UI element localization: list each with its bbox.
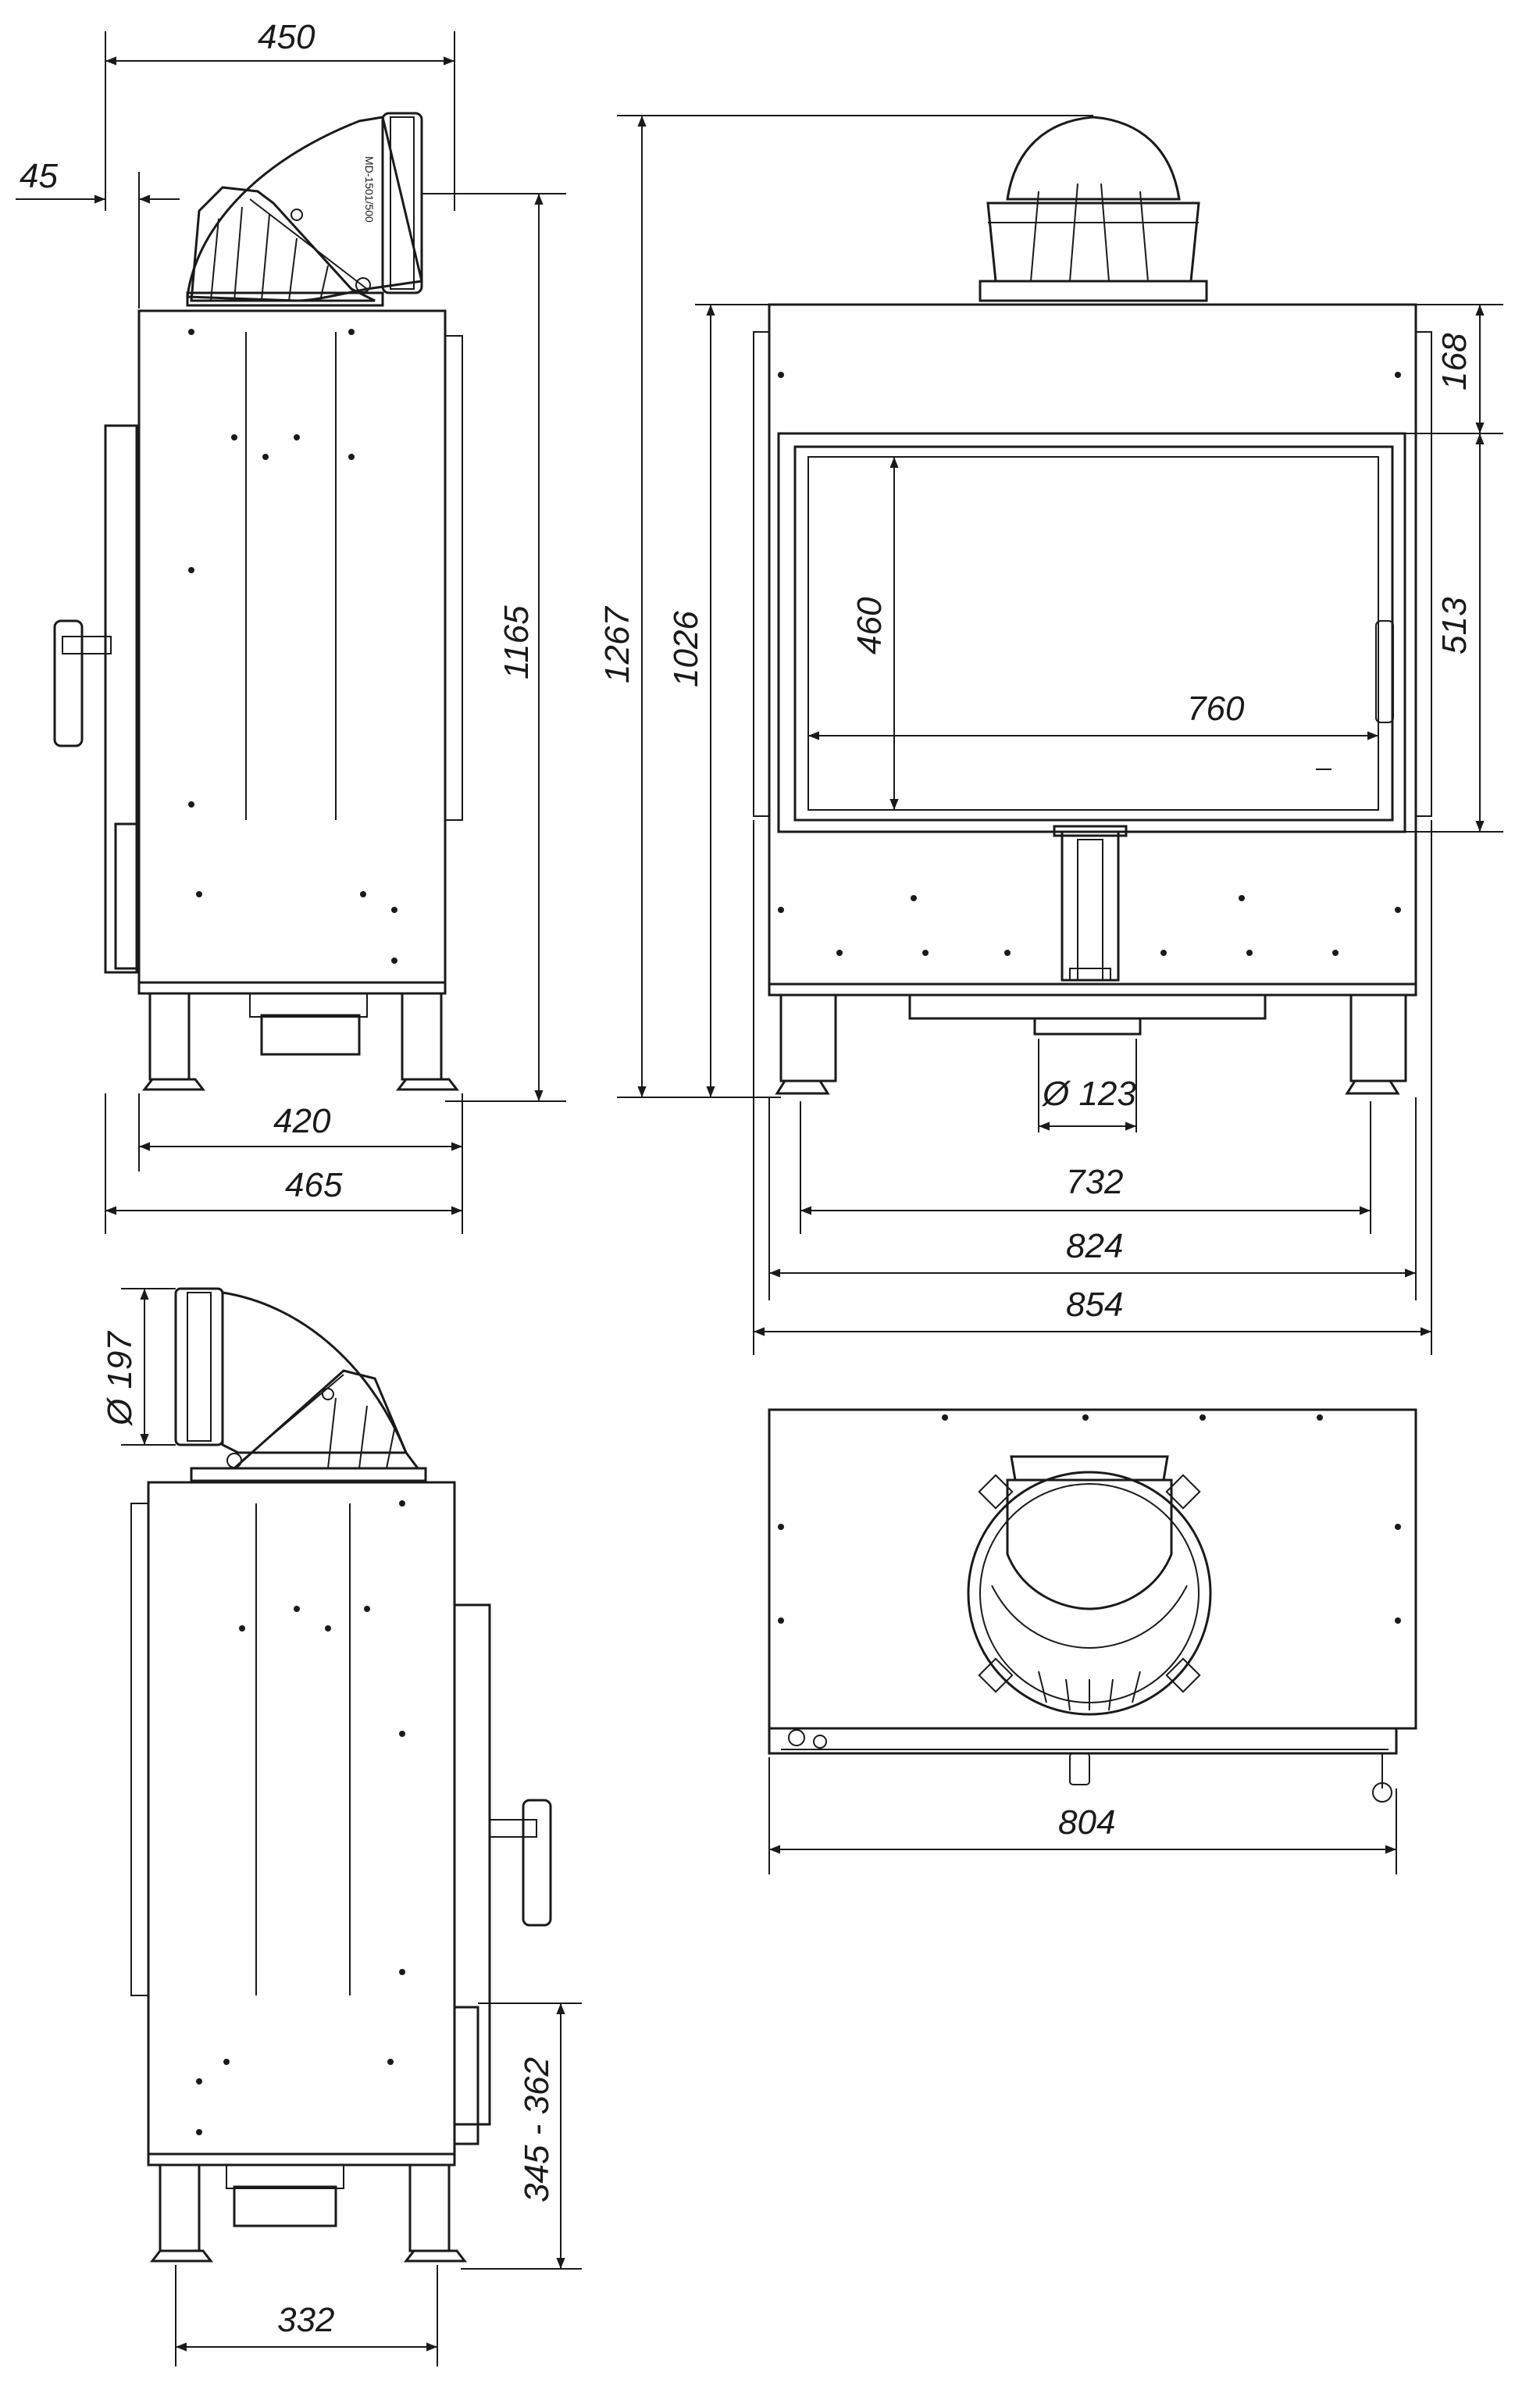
dim-front-width-824: 824	[1066, 1227, 1123, 1265]
dim-front-window-width: 760	[1187, 690, 1245, 728]
dim-outlet-diameter: Ø 197	[101, 1331, 139, 1427]
outlet-mark: MD-1501/500	[363, 156, 376, 223]
side-view-left: Ø 197 345 - 362 332	[101, 1287, 582, 2366]
dim-side-top-width: 450	[258, 18, 315, 56]
dim-front-window-height-outer: 513	[1435, 597, 1474, 654]
side-view-right: 450 45 1165 420 465 MD-1501/500	[16, 18, 566, 1234]
dim-top-width: 804	[1058, 1803, 1115, 1842]
dim-side2-door-height: 345 - 362	[518, 2057, 556, 2202]
dim-side-offset: 45	[20, 157, 58, 195]
dim-side-base-outer: 465	[285, 1166, 343, 1204]
dim-flue-diameter: Ø 123	[1041, 1075, 1136, 1113]
dim-side2-base-width: 332	[277, 2301, 334, 2339]
dim-front-window-height: 460	[850, 597, 889, 654]
front-view: 1267 1026 168 513 460 760 Ø 123 732 824 …	[598, 115, 1503, 1355]
dim-front-body-height: 1026	[667, 611, 705, 687]
dim-side-base-inner: 420	[273, 1102, 331, 1140]
top-view: 804	[768, 1408, 1417, 1874]
dim-front-width-732: 732	[1066, 1163, 1123, 1201]
dim-front-top-band: 168	[1435, 333, 1474, 391]
dim-front-total-height: 1267	[598, 606, 636, 683]
dim-front-width-854: 854	[1066, 1286, 1123, 1324]
dim-side-height: 1165	[497, 605, 536, 679]
